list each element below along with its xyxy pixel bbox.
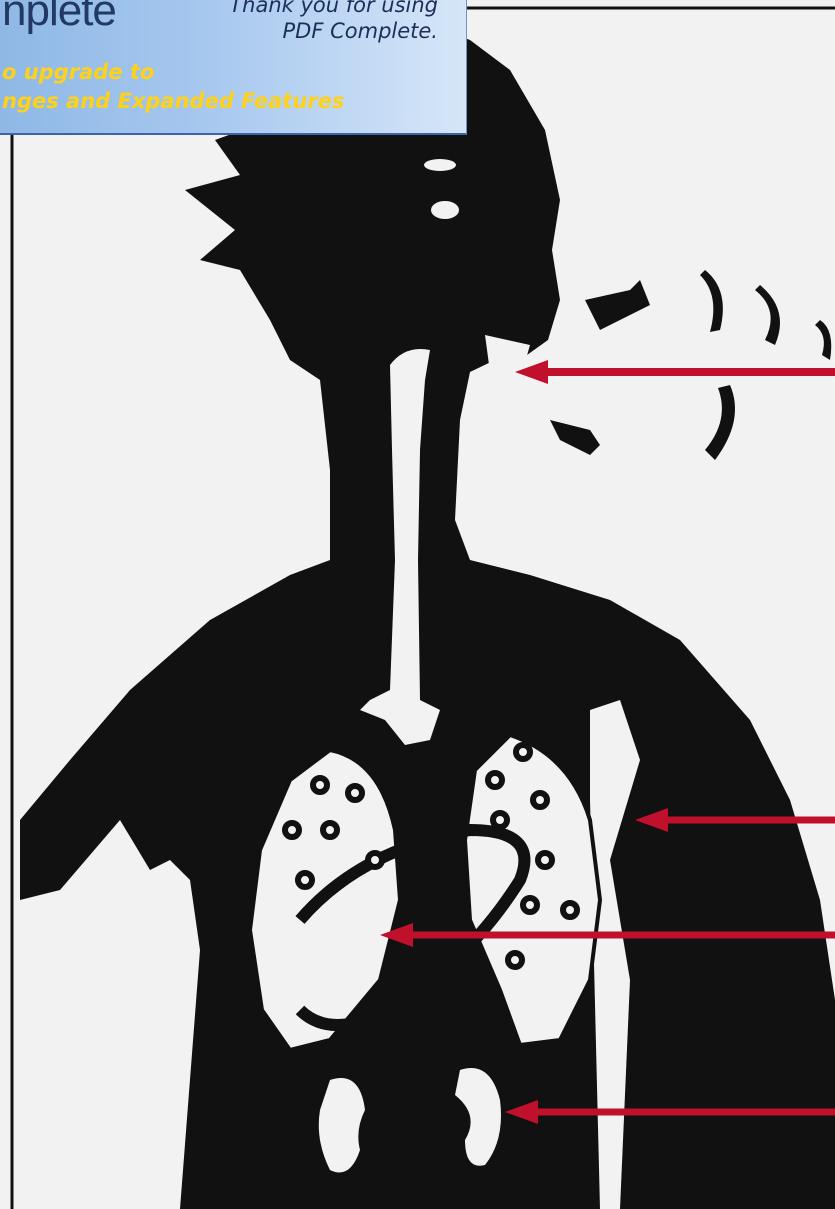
banner-upgrade-link[interactable]: o upgrade to nges and Expanded Features [2, 58, 462, 116]
banner-thanks: Thank you for using PDF Complete. [178, 0, 438, 44]
banner-upgrade-line2: nges and Expanded Features [2, 87, 462, 116]
banner-brand: nplete [2, 0, 116, 36]
eye [424, 159, 456, 171]
banner-thanks-line2: PDF Complete. [178, 18, 438, 44]
pdf-complete-banner[interactable]: nplete Thank you for using PDF Complete.… [0, 0, 467, 135]
human-silhouette-icon [20, 25, 835, 1209]
banner-thanks-line1: Thank you for using [178, 0, 438, 18]
nostril [431, 201, 459, 219]
banner-upgrade-line1: o upgrade to [2, 58, 462, 87]
